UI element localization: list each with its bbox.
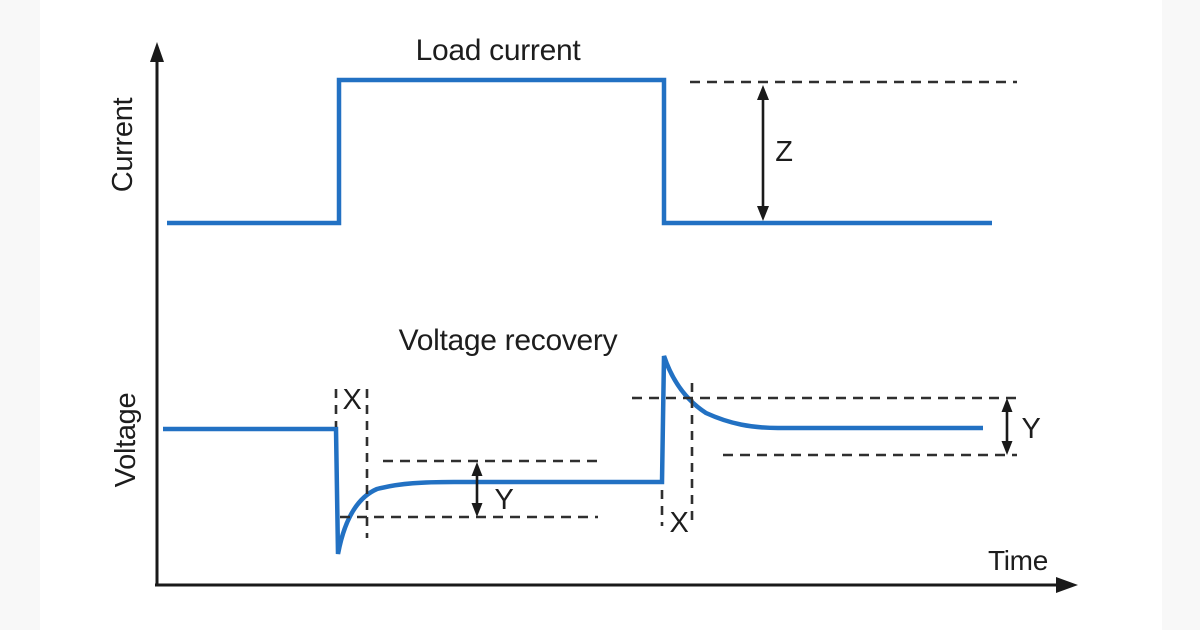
- y-axis-arrow-icon: [150, 42, 164, 62]
- x-annotation-label-first: X: [342, 384, 361, 416]
- z-annotation-label: Z: [775, 136, 792, 168]
- load-current-waveform: [167, 77, 992, 226]
- arrow-up-icon: [1001, 398, 1013, 412]
- arrow-down-icon: [471, 503, 483, 517]
- y-annotation-label-first: Y: [494, 484, 513, 516]
- time-axis-label: Time: [988, 545, 1048, 576]
- right-page-edge-band: [1162, 0, 1200, 630]
- arrow-down-icon: [1001, 441, 1013, 455]
- axes: [150, 42, 1078, 593]
- y-annotation-label-second: Y: [1021, 413, 1040, 445]
- load-current-title: Load current: [416, 34, 582, 67]
- arrow-down-icon: [757, 206, 769, 221]
- current-axis-label: Current: [107, 97, 139, 192]
- first-settling-band: [340, 459, 600, 519]
- voltage-waveform: [163, 355, 983, 555]
- arrow-up-icon: [757, 85, 769, 100]
- voltage-recovery-title: Voltage recovery: [399, 324, 618, 357]
- x-axis-arrow-icon: [1056, 577, 1078, 593]
- voltage-axis-label: Voltage: [110, 393, 142, 488]
- second-recovery-window: [660, 383, 694, 526]
- arrow-up-icon: [471, 462, 483, 476]
- second-settling-band: [632, 396, 1017, 457]
- left-page-edge-band: [0, 0, 40, 630]
- first-recovery-window: [334, 389, 369, 538]
- x-annotation-label-second: X: [669, 507, 688, 539]
- z-measure-arrow: [757, 85, 769, 221]
